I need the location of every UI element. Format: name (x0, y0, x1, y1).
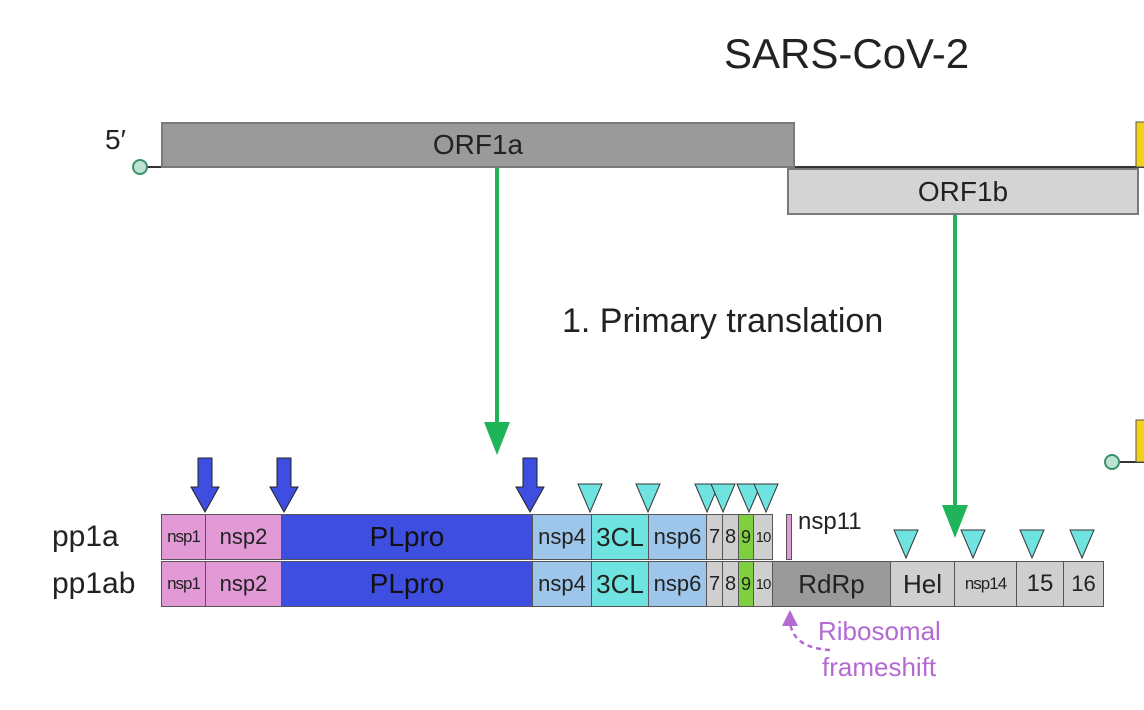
pp1ab-segment-8: 8 (722, 561, 739, 607)
frameshift-arrow (788, 621, 831, 652)
pp1a-segment-10: 10 (753, 514, 773, 560)
frameshift-label-line1: Ribosomal (818, 616, 941, 646)
pp1ab-label: pp1ab (52, 567, 136, 600)
pp1ab-segment-rdrp: RdRp (772, 561, 891, 607)
plpro-cleavage-arrow-2 (269, 457, 299, 514)
nsp11-label: nsp11 (798, 508, 862, 535)
pp1ab-segment-nsp6: nsp6 (648, 561, 707, 607)
translation-arrow-2-head (942, 505, 968, 538)
orf-yellow-edge-2 (1135, 419, 1144, 463)
orf1b-box: ORF1b (787, 168, 1139, 215)
pp1a-segment-plpro: PLpro (281, 514, 533, 560)
orf1a-label: ORF1a (432, 129, 524, 160)
pp1ab-segment-plpro: PLpro (281, 561, 533, 607)
pp1ab-segment-nsp2: nsp2 (205, 561, 282, 607)
plpro-cleavage-arrow-3 (515, 457, 545, 514)
pp1ab-segment-3cl: 3CL (591, 561, 649, 607)
3cl-cleavage-site-5 (736, 483, 762, 514)
pp1ab-segment-hel: Hel (890, 561, 955, 607)
3cl-cleavage-site-3 (694, 483, 720, 514)
pp1ab-segment-7: 7 (706, 561, 723, 607)
pp1ab-segment-10: 10 (753, 561, 773, 607)
pp1ab-segment-15: 15 (1016, 561, 1064, 607)
orf1b-label: ORF1b (917, 175, 1009, 207)
pp1ab-segment-16: 16 (1063, 561, 1104, 607)
diagram-title: SARS-CoV-2 (724, 30, 970, 77)
pp1a-segment-9: 9 (738, 514, 754, 560)
pp1a-label: pp1a (52, 520, 119, 553)
orf1a-box: ORF1a (161, 122, 795, 168)
3cl-cleavage-site-6 (753, 483, 779, 514)
3cl-cleavage-site-7 (893, 529, 919, 560)
pp1a-segment-7: 7 (706, 514, 723, 560)
five-prime-label: 5′ (105, 124, 126, 155)
pp1a-segment-8: 8 (722, 514, 739, 560)
orf-yellow-edge (1135, 121, 1144, 168)
plpro-cleavage-arrow-1 (190, 457, 220, 514)
pp1a-segment-nsp4: nsp4 (532, 514, 592, 560)
pp1a-segment-nsp2: nsp2 (205, 514, 282, 560)
frameshift-arrow-head (782, 610, 798, 626)
pp1a-segment-nsp6: nsp6 (648, 514, 707, 560)
translation-arrow-1-head (484, 422, 510, 455)
3cl-cleavage-site-9 (1019, 529, 1045, 560)
pp1ab-segment-nsp4: nsp4 (532, 561, 592, 607)
3cl-cleavage-site-2 (635, 483, 661, 514)
frameshift-label-line2: frameshift (822, 652, 937, 682)
3cl-cleavage-site-8 (960, 529, 986, 560)
pp1ab-segment-9: 9 (738, 561, 754, 607)
nsp11-segment (786, 514, 792, 560)
3cl-cleavage-site-10 (1069, 529, 1095, 560)
pp1ab-segment-nsp14: nsp14 (954, 561, 1017, 607)
pp1ab-segment-nsp1: nsp1 (161, 561, 206, 607)
step-label: 1. Primary translation (562, 302, 884, 340)
pp1a-segment-3cl: 3CL (591, 514, 649, 560)
3cl-cleavage-site-1 (577, 483, 603, 514)
3cl-cleavage-site-4 (710, 483, 736, 514)
cap-icon (132, 159, 148, 175)
pp1a-segment-nsp1: nsp1 (161, 514, 206, 560)
cap-icon-2 (1104, 454, 1120, 470)
